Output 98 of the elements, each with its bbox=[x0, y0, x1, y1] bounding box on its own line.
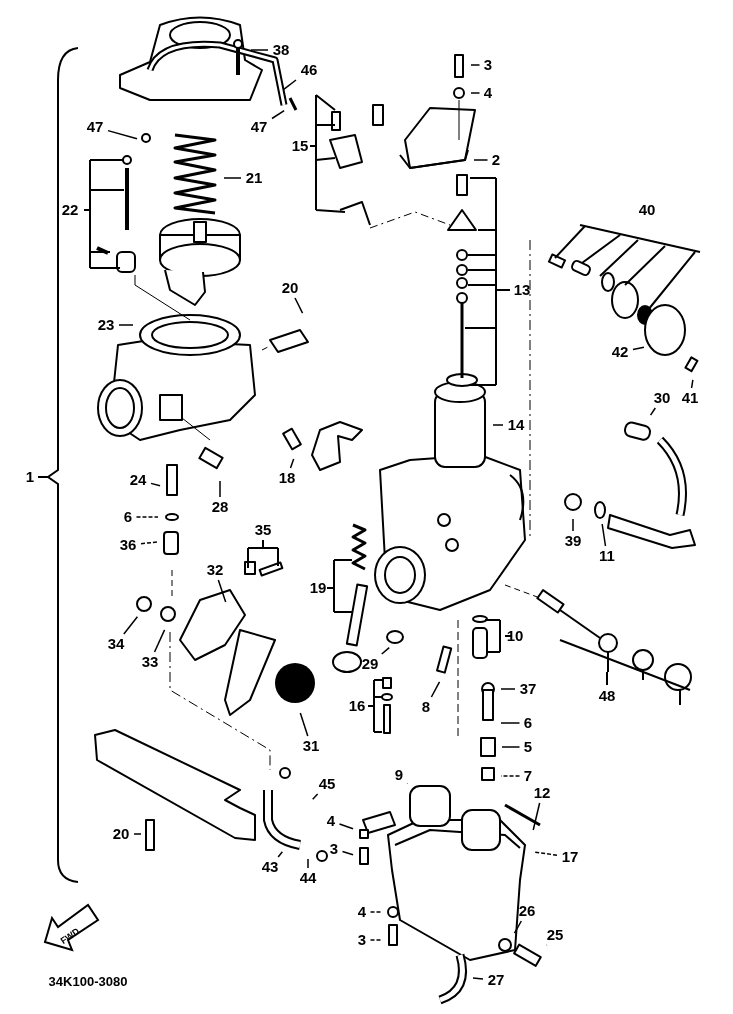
leader-line bbox=[338, 823, 354, 830]
callout-number: 3 bbox=[329, 840, 339, 858]
leader-line bbox=[470, 64, 481, 66]
callout-number: 23 bbox=[97, 316, 115, 334]
callout-number: 4 bbox=[357, 903, 367, 921]
callout-number: 19 bbox=[309, 579, 327, 597]
callout-number: 5 bbox=[523, 738, 533, 756]
drawing-number: 34K100-3080 bbox=[48, 974, 128, 990]
leader-line bbox=[532, 802, 541, 831]
callout-number: 41 bbox=[681, 389, 699, 407]
callout-number: 6 bbox=[123, 508, 133, 526]
leader-line bbox=[500, 688, 516, 690]
leader-line bbox=[534, 851, 558, 856]
callout-number: 16 bbox=[348, 697, 366, 715]
leader-line bbox=[277, 851, 284, 858]
leader-line bbox=[153, 629, 166, 653]
leader-line bbox=[135, 516, 159, 518]
leader-line bbox=[118, 324, 134, 326]
callout-number: 48 bbox=[598, 687, 616, 705]
leader-line bbox=[133, 833, 142, 835]
callout-number: 25 bbox=[546, 926, 564, 944]
callout-number: 39 bbox=[564, 532, 582, 550]
leader-line bbox=[632, 346, 645, 351]
callout-number: 20 bbox=[281, 279, 299, 297]
callout-number: 30 bbox=[653, 389, 671, 407]
callout-number: 45 bbox=[318, 775, 336, 793]
callout-number: 42 bbox=[611, 343, 629, 361]
callout-number: 47 bbox=[86, 118, 104, 136]
leader-line bbox=[369, 911, 382, 913]
callout-number: 14 bbox=[507, 416, 525, 434]
leader-line bbox=[307, 858, 309, 869]
callout-number: 15 bbox=[291, 137, 309, 155]
callout-number: 27 bbox=[487, 971, 505, 989]
leader-line bbox=[294, 297, 304, 314]
leader-line bbox=[219, 480, 221, 498]
callout-number: 35 bbox=[254, 521, 272, 539]
leader-line bbox=[150, 482, 161, 487]
callout-number: 24 bbox=[129, 471, 147, 489]
callout-number: 8 bbox=[421, 698, 431, 716]
leader-line bbox=[381, 646, 390, 655]
callout-number: 21 bbox=[245, 169, 263, 187]
callout-number: 47 bbox=[250, 118, 268, 136]
leader-line bbox=[341, 850, 354, 856]
leader-line bbox=[572, 518, 574, 532]
leader-line bbox=[107, 129, 138, 140]
callout-number: 29 bbox=[361, 655, 379, 673]
callout-number: 11 bbox=[599, 547, 615, 565]
callout-number: 6 bbox=[523, 714, 533, 732]
leader-line bbox=[690, 379, 694, 389]
leader-line bbox=[271, 109, 285, 120]
leader-line bbox=[123, 616, 139, 635]
callout-number: 3 bbox=[357, 931, 367, 949]
leader-line bbox=[299, 712, 309, 737]
callout-number: 37 bbox=[519, 680, 537, 698]
leader-line bbox=[430, 681, 441, 698]
leader-line bbox=[492, 424, 504, 426]
callout-number: 33 bbox=[141, 653, 159, 671]
callout-number: 3 bbox=[483, 56, 493, 74]
callout-number: 18 bbox=[278, 469, 296, 487]
callout-number: 38 bbox=[272, 41, 290, 59]
callout-number: 32 bbox=[206, 561, 224, 579]
callout-number: 4 bbox=[483, 84, 493, 102]
leader-line bbox=[472, 977, 484, 980]
leader-line bbox=[250, 49, 269, 51]
callout-number: 40 bbox=[638, 201, 656, 219]
callout-number: 7 bbox=[523, 767, 533, 785]
callout-number: 4 bbox=[326, 812, 336, 830]
leader-line bbox=[283, 79, 297, 91]
leader-line bbox=[289, 458, 295, 469]
callout-number: 2 bbox=[491, 151, 501, 169]
leader-line bbox=[223, 177, 242, 179]
leader-line bbox=[500, 722, 521, 724]
callout-number: 13 bbox=[513, 281, 531, 299]
leader-line bbox=[513, 920, 523, 934]
leader-line bbox=[217, 579, 227, 603]
callout-number: 28 bbox=[211, 498, 229, 516]
callout-number: 12 bbox=[533, 784, 551, 802]
leader-line bbox=[369, 939, 382, 941]
callout-number: 17 bbox=[561, 848, 579, 866]
leader-line bbox=[470, 92, 481, 94]
callout-number: 26 bbox=[518, 902, 536, 920]
callout-number: 1 bbox=[25, 468, 35, 486]
leader-line bbox=[473, 159, 489, 161]
callout-number: 43 bbox=[261, 858, 279, 876]
callout-number: 9 bbox=[394, 766, 404, 784]
leader-line bbox=[601, 523, 607, 547]
leader-line bbox=[140, 541, 158, 545]
callout-number: 31 bbox=[302, 737, 320, 755]
leader-line bbox=[311, 793, 319, 800]
leader-line bbox=[649, 407, 657, 416]
callout-number: 36 bbox=[119, 536, 137, 554]
callout-number: 34 bbox=[107, 635, 125, 653]
leader-line bbox=[501, 746, 521, 748]
callout-number: 44 bbox=[299, 869, 317, 887]
callout-number: 46 bbox=[300, 61, 318, 79]
callout-number: 22 bbox=[61, 201, 79, 219]
callout-number: 20 bbox=[112, 825, 130, 843]
leader-line bbox=[500, 775, 521, 777]
